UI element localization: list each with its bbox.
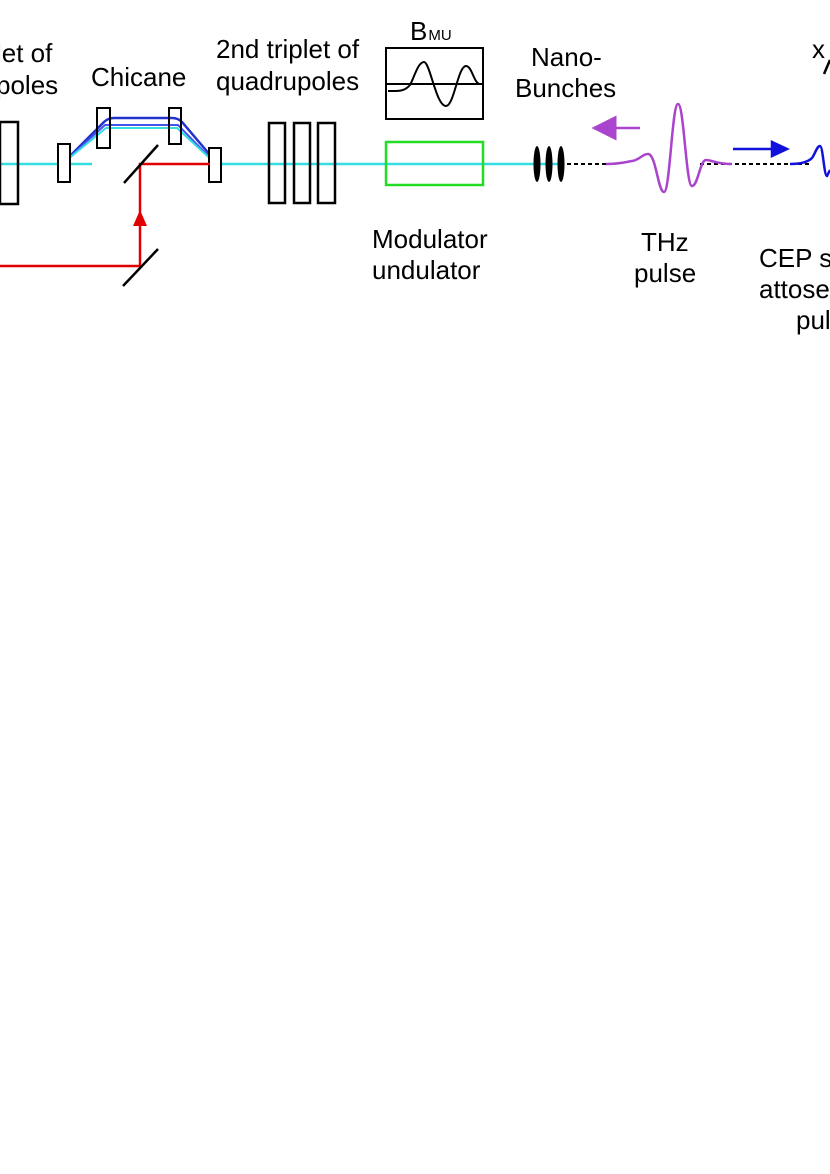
- attosecond-pulse-waveform: [789, 144, 830, 178]
- chicane-dipole-4: [208, 147, 222, 183]
- quadrupole-2-3: [316, 121, 337, 205]
- nano-bunch-1: [533, 146, 541, 182]
- label-modulator-line1: Modulator: [372, 224, 488, 254]
- label-cep-line3: pul: [796, 305, 830, 335]
- label-xa: x: [812, 34, 825, 64]
- nano-bunch-3: [557, 146, 565, 182]
- label-nano-line2: Bunches: [515, 73, 616, 103]
- label-bmu: BMU: [410, 16, 452, 46]
- quadrupole-2-1: [267, 121, 287, 205]
- quadrupole-left: [0, 120, 20, 206]
- label-triplet1-line2: poles: [0, 70, 58, 100]
- label-cep-line1: CEP s: [759, 243, 830, 273]
- laser-arrow: [133, 210, 147, 226]
- mirror-lower: [122, 248, 159, 287]
- mirror-upper: [123, 144, 159, 184]
- nano-bunch-2: [545, 146, 553, 182]
- label-triplet1-line1: let of: [0, 38, 53, 68]
- attosecond-arrow: [733, 140, 790, 158]
- chicane-dipole-3: [168, 107, 182, 145]
- label-xa-glyph: [822, 59, 830, 75]
- label-chicane: Chicane: [91, 62, 186, 92]
- label-thz-line1: THz: [641, 227, 689, 257]
- chicane-dipole-2: [96, 107, 111, 149]
- label-cep-line2: attose: [759, 274, 830, 304]
- laser-path: [0, 162, 210, 268]
- label-modulator-line2: undulator: [372, 255, 481, 285]
- label-triplet2-line1: 2nd triplet of: [216, 34, 360, 64]
- bmu-waveform: [387, 60, 481, 108]
- label-thz-line2: pulse: [634, 258, 696, 288]
- thz-pulse-waveform: [605, 102, 733, 194]
- label-nano-line1: Nano-: [531, 42, 602, 72]
- chicane-trajectories: [61, 116, 217, 165]
- quadrupole-2-2: [292, 121, 312, 205]
- label-triplet2-line2: quadrupoles: [216, 66, 359, 96]
- chicane-dipole-1: [57, 143, 71, 183]
- modulator-undulator: [384, 140, 485, 187]
